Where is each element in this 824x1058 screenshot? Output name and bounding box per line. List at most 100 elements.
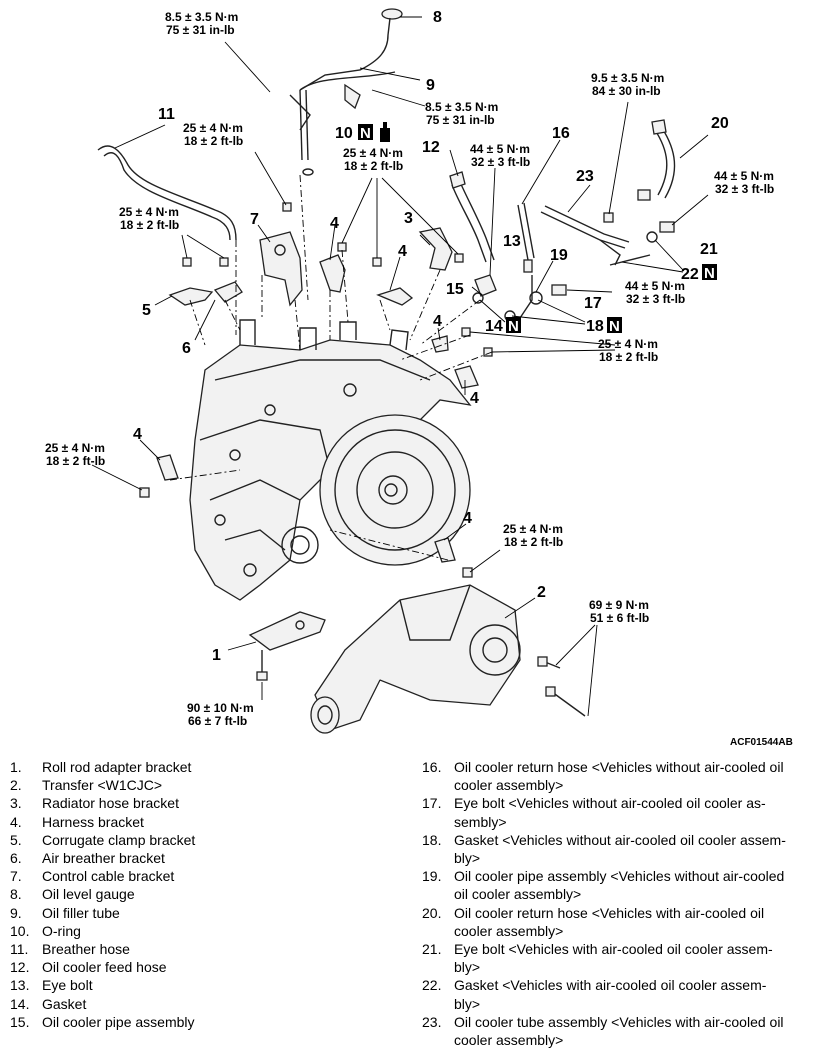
torque-spec-roll-rod-nm: 90 ± 10 N·m [187, 701, 254, 715]
callout-5: 5 [142, 302, 151, 319]
bracket-parts [139, 202, 493, 578]
callout-23: 23 [576, 168, 594, 185]
torque-spec-center-nm: 25 ± 4 N·m [343, 146, 403, 160]
callout-6: 6 [182, 340, 191, 357]
legend-item-2: 2.Transfer <W1CJC> [10, 777, 163, 794]
legend-item-11: 11.Breather hose [10, 941, 130, 958]
torque-spec-eye-bolt-21-nm: 44 ± 5 N·m [714, 169, 774, 183]
callout-4a: 4 [330, 215, 339, 232]
callout-4f: 4 [463, 510, 472, 527]
callout-7: 7 [250, 211, 259, 228]
torque-spec-eye-bolt-17-nm: 44 ± 5 N·m [625, 279, 685, 293]
legend-item-18: 18.Gasket <Vehicles without air-cooled o… [422, 831, 786, 867]
n-badge-22-label: N [704, 265, 715, 282]
torque-spec-harness-lower-imp: 18 ± 2 ft-lb [504, 535, 563, 549]
callout-8: 8 [433, 9, 442, 26]
torque-spec-harness-left-imp: 18 ± 2 ft-lb [46, 454, 105, 468]
legend-item-1: 1.Roll rod adapter bracket [10, 759, 192, 775]
torque-converter-housing [319, 414, 471, 566]
legend-item-3: 3.Radiator hose bracket [10, 795, 179, 812]
torque-spec-harness-lower-nm: 25 ± 4 N·m [503, 522, 563, 536]
torque-spec-eye-bolt-21-imp: 32 ± 3 ft-lb [715, 182, 774, 196]
callout-16: 16 [552, 125, 570, 142]
torque-spec-eye-bolt-13-imp: 32 ± 3 ft-lb [471, 155, 530, 169]
torque-spec-cooler-tube-nm: 9.5 ± 3.5 N·m [591, 71, 664, 85]
callout-17: 17 [584, 295, 602, 312]
callout-15: 15 [446, 281, 464, 298]
torque-spec-harness-right-imp: 18 ± 2 ft-lb [599, 350, 658, 364]
callout-11: 11 [158, 106, 175, 123]
torque-spec-harness-left-nm: 25 ± 4 N·m [45, 441, 105, 455]
torque-spec-filler-tube-nm: 8.5 ± 3.5 N·m [425, 100, 498, 114]
torque-spec-eye-bolt-17-imp: 32 ± 3 ft-lb [626, 292, 685, 306]
parts-legend-right: 16.Oil cooler return hose <Vehicles with… [422, 758, 818, 1049]
torque-spec-cooler-tube-imp: 84 ± 30 in-lb [592, 84, 661, 98]
n-badge-14 [506, 317, 521, 333]
callout-18: 18 [586, 318, 604, 335]
legend-item-19: 19.Oil cooler pipe assembly <Vehicles wi… [422, 868, 785, 903]
torque-spec-breather-imp: 18 ± 2 ft-lb [184, 134, 243, 148]
callout-4c: 4 [433, 313, 442, 330]
legend-item-13: 13.Eye bolt [10, 977, 93, 994]
legend-item-5: 5.Corrugate clamp bracket [10, 831, 196, 848]
legend-item-20: 20.Oil cooler return hose <Vehicles with… [422, 904, 765, 939]
torque-specs: 8.5 ± 3.5 N·m 75 ± 31 in-lb 8.5 ± 3.5 N·… [45, 10, 774, 728]
callout-13: 13 [503, 233, 521, 250]
non-reusable-badges: N N N N [358, 124, 717, 335]
callout-19: 19 [550, 247, 568, 264]
legend-item-22: 22.Gasket <Vehicles with air-cooled oil … [422, 977, 767, 1012]
legend-item-7: 7.Control cable bracket [10, 868, 175, 885]
oil-level-gauge [299, 8, 403, 91]
legend-item-14: 14.Gasket [10, 995, 87, 1012]
callout-4d: 4 [470, 390, 479, 407]
callout-4e: 4 [133, 426, 142, 443]
n-badge-14-label: N [508, 318, 519, 335]
callout-12: 12 [422, 139, 440, 156]
legend-item-10: 10.O-ring [10, 922, 81, 939]
callout-labels: 1 2 3 4 4 4 4 4 4 5 6 7 8 9 10 11 12 13 … [133, 9, 729, 664]
torque-spec-oil-gauge-a-imp: 75 ± 31 in-lb [166, 23, 235, 37]
callout-1: 1 [212, 647, 221, 664]
callout-3: 3 [404, 210, 413, 227]
callout-2: 2 [537, 584, 546, 601]
legend-item-15: 15.Oil cooler pipe assembly [10, 1013, 195, 1030]
n-badge-10-label: N [360, 125, 371, 142]
exploded-view-diagram: 1 2 3 4 4 4 4 4 4 5 6 7 8 9 10 11 12 13 … [45, 8, 793, 748]
parts-legend-left: 1.Roll rod adapter bracket 2.Transfer <W… [10, 758, 400, 1031]
legend-item-16: 16.Oil cooler return hose <Vehicles with… [422, 759, 784, 794]
torque-spec-center-imp: 18 ± 2 ft-lb [344, 159, 403, 173]
callout-10: 10 [335, 125, 353, 142]
legend-item-23: 23.Oil cooler tube assembly <Vehicles wi… [422, 1013, 784, 1049]
callout-14: 14 [485, 318, 503, 335]
torque-spec-filler-tube-imp: 75 ± 31 in-lb [426, 113, 495, 127]
roll-rod-adapter-bracket [248, 611, 326, 681]
torque-spec-left-bracket-imp: 18 ± 2 ft-lb [120, 218, 179, 232]
oil-filler-tube [289, 71, 396, 176]
n-badge-18-label: N [609, 318, 620, 335]
torque-spec-transfer-imp: 51 ± 6 ft-lb [590, 611, 649, 625]
torque-spec-transfer-nm: 69 ± 9 N·m [589, 598, 649, 612]
torque-spec-breather-nm: 25 ± 4 N·m [183, 121, 243, 135]
torque-spec-harness-right-nm: 25 ± 4 N·m [598, 337, 658, 351]
torque-spec-roll-rod-imp: 66 ± 7 ft-lb [188, 714, 247, 728]
legend-item-21: 21.Eye bolt <Vehicles with air-cooled oi… [422, 941, 773, 976]
legend-item-12: 12.Oil cooler feed hose [10, 959, 167, 976]
callout-20: 20 [711, 115, 729, 132]
callout-21: 21 [700, 241, 718, 258]
callout-22: 22 [681, 266, 699, 283]
callout-4b: 4 [398, 243, 407, 260]
callout-9: 9 [426, 77, 435, 94]
transfer-unit [310, 584, 521, 734]
leader-lines [91, 16, 709, 717]
oil-can-icon [380, 122, 390, 142]
oil-cooler-lines [449, 119, 676, 322]
figure-code: ACF01544AB [730, 737, 793, 748]
breather-hose [97, 145, 237, 241]
legend-item-9: 9.Oil filler tube [10, 904, 120, 921]
legend-item-17: 17.Eye bolt <Vehicles without air-cooled… [422, 795, 766, 830]
transfer-bolts [537, 656, 586, 717]
legend-item-6: 6.Air breather bracket [10, 850, 165, 867]
n-badge-10 [358, 124, 373, 140]
legend-item-4: 4.Harness bracket [10, 813, 144, 830]
n-badge-22 [702, 264, 717, 280]
